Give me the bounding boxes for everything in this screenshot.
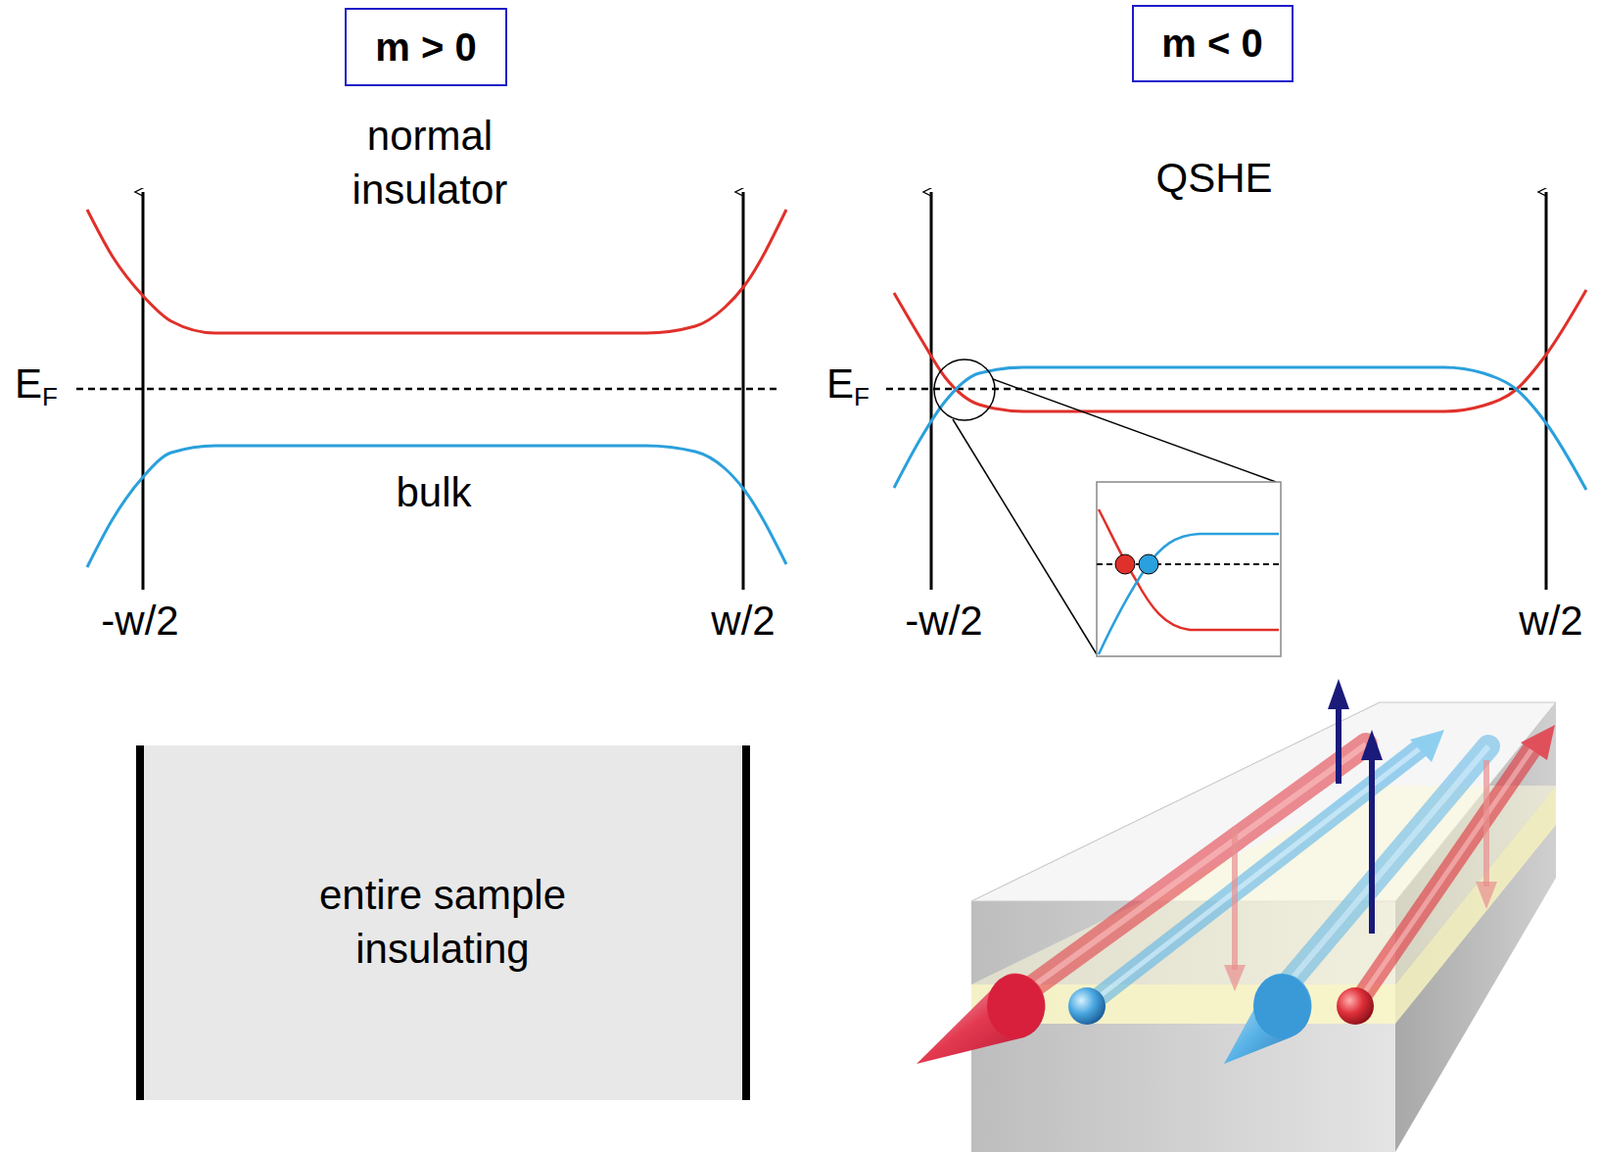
region-label: bulk xyxy=(395,466,471,520)
spin-arrow xyxy=(1368,755,1375,934)
edge-channel xyxy=(1520,724,1555,760)
spin-arrow xyxy=(1223,678,1498,991)
regime-box: m < 0 xyxy=(1131,4,1294,83)
electron-ball xyxy=(1068,987,1374,1025)
axis xyxy=(141,191,145,590)
electron-cone xyxy=(916,973,1312,1064)
spin-arrow xyxy=(1327,678,1350,709)
inset-box xyxy=(1096,481,1281,657)
inset-box xyxy=(1096,481,1281,657)
position-label: w/2 xyxy=(710,594,775,649)
zoom-callout xyxy=(992,378,1276,482)
position-label: -w/2 xyxy=(100,594,179,649)
electron-ball xyxy=(1068,987,1106,1025)
fermi-level xyxy=(76,387,1542,391)
fermi-label: EF xyxy=(826,357,870,412)
spin-arrow xyxy=(1361,729,1383,760)
valence-band xyxy=(87,445,787,567)
inset-box xyxy=(1138,554,1159,574)
spin-arrow xyxy=(1475,881,1498,909)
axis xyxy=(142,191,1547,590)
inset-box xyxy=(1098,509,1279,630)
electron-cone xyxy=(987,973,1044,1038)
conduction-band xyxy=(87,209,787,333)
phase-label: normal insulator xyxy=(322,109,538,217)
band-curve xyxy=(87,209,1587,567)
fermi-label: EF xyxy=(14,357,58,412)
position-label: -w/2 xyxy=(904,594,983,649)
axis xyxy=(1545,191,1549,590)
position-label: w/2 xyxy=(1518,594,1583,649)
regime-label: m < 0 xyxy=(1161,21,1263,66)
phase-label: QSHE xyxy=(1155,151,1272,206)
axis xyxy=(930,191,934,590)
electron-cone xyxy=(1223,973,1312,1064)
inverted-band xyxy=(894,367,1587,490)
electron-cone xyxy=(1253,973,1311,1038)
spin-arrow xyxy=(1483,759,1490,887)
edge-channel xyxy=(1355,748,1533,1006)
regime-box: m > 0 xyxy=(344,7,508,87)
zoom-callout xyxy=(934,359,995,421)
inset-box xyxy=(1098,533,1279,655)
electron-ball xyxy=(1336,987,1374,1025)
spin-arrow xyxy=(1223,964,1246,991)
spin-arrow xyxy=(1231,826,1238,970)
axis xyxy=(742,191,746,590)
edge-channel xyxy=(1355,748,1533,1006)
sample-box: entire sample insulating xyxy=(136,745,751,1100)
electron-cone xyxy=(916,973,1045,1064)
fermi-level xyxy=(76,387,781,391)
edge-channel xyxy=(1008,724,1555,1006)
fermi-level xyxy=(886,387,1542,391)
regime-label: m > 0 xyxy=(375,25,476,70)
edge-channel xyxy=(1086,748,1420,1006)
inverted-band xyxy=(894,289,1587,412)
edge-channel xyxy=(1086,748,1420,1006)
inset-box xyxy=(1115,554,1135,574)
spin-arrow xyxy=(1335,705,1342,784)
sample-block xyxy=(971,702,1556,1152)
edge-channel xyxy=(1410,729,1445,762)
region-note: entire sample insulating xyxy=(315,868,570,976)
